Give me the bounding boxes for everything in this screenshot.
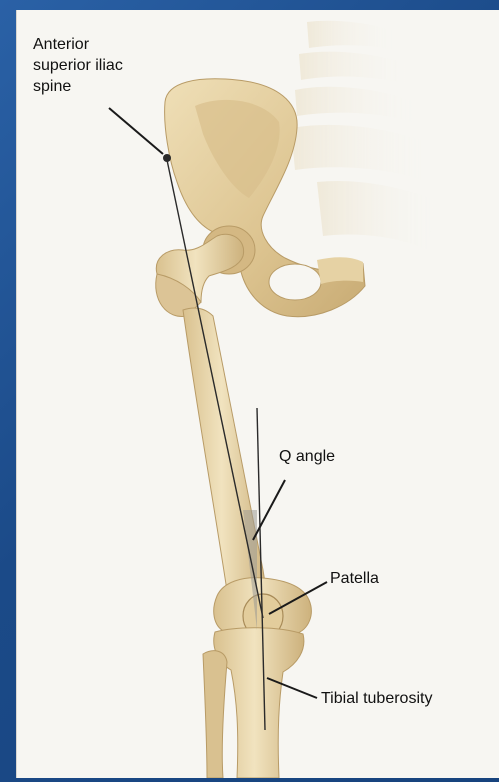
q-angle-leader: [253, 480, 285, 540]
asis-marker: [163, 154, 171, 162]
tibia: [214, 628, 304, 778]
tibial-tuberosity-label: Tibial tuberosity: [321, 688, 432, 709]
q-angle-label: Q angle: [279, 446, 335, 467]
illustration-panel: Anterior superior iliac spine Q angle Pa…: [16, 10, 499, 778]
spine-vertebrae: [291, 21, 437, 250]
fibula: [203, 651, 227, 778]
leg-anatomy-illustration: [17, 10, 499, 778]
asis-leader: [109, 108, 163, 154]
asis-label: Anterior superior iliac spine: [33, 34, 183, 97]
patella-label: Patella: [330, 568, 379, 589]
